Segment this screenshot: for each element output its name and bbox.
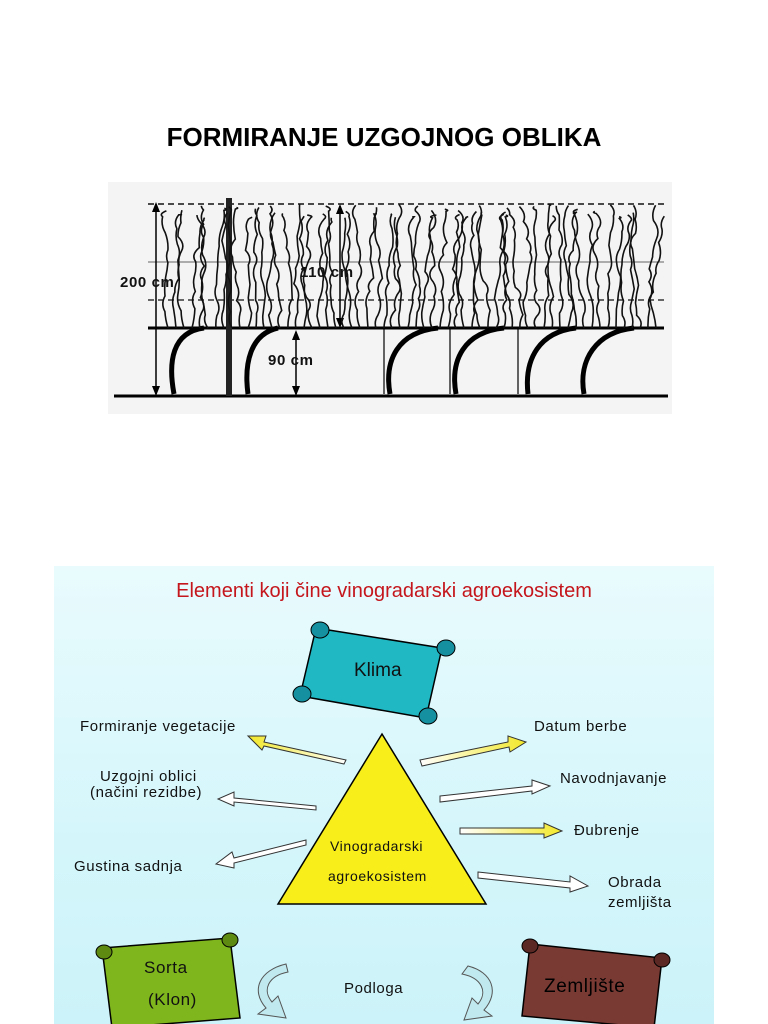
dim-90-label: 90 cm	[268, 352, 314, 369]
shoot	[412, 205, 422, 329]
shoot	[447, 213, 461, 329]
shoot	[506, 207, 524, 329]
klima-label: Klima	[354, 660, 402, 681]
shoot	[341, 210, 351, 329]
shoot	[341, 217, 353, 329]
right-item-obrada: Obrada	[608, 874, 662, 891]
dim-arrow	[292, 330, 300, 340]
shoot	[477, 211, 491, 329]
dim-200-label: 200 cm	[120, 274, 175, 291]
shoot	[555, 205, 564, 329]
page-title: FORMIRANJE UZGOJNOG OBLIKA	[166, 122, 602, 152]
shoot	[383, 213, 394, 329]
sorta-scroll	[95, 932, 241, 1024]
shoot	[620, 214, 633, 329]
right-item-zemljista: zemljišta	[608, 894, 672, 911]
shoot	[281, 212, 294, 329]
shoot	[255, 206, 267, 329]
shoot	[647, 204, 659, 329]
shoot	[268, 205, 283, 329]
shoot	[547, 203, 555, 329]
shoot	[160, 210, 169, 329]
shoot	[493, 211, 506, 329]
left-item-formiranje: Formiranje vegetacije	[80, 718, 236, 735]
left-item-gustina: Gustina sadnja	[74, 858, 183, 875]
shoot	[606, 204, 615, 329]
shoot	[372, 212, 384, 329]
shoot	[615, 215, 624, 329]
dim-arrow	[336, 204, 344, 214]
shoot	[325, 205, 337, 329]
shoot	[629, 204, 642, 329]
shoot	[214, 207, 228, 329]
agroecosystem-slide: Elementi koji čine vinogradarski agroeko…	[54, 566, 714, 1024]
shoot	[389, 216, 401, 329]
center-label-2: agroekosistem	[328, 868, 427, 884]
shoot	[316, 213, 327, 329]
shoot	[428, 209, 437, 329]
shoot	[568, 211, 579, 329]
shoot	[562, 205, 574, 329]
center-label-1: Vinogradarski	[330, 838, 424, 854]
shoot	[292, 203, 302, 329]
shoot	[571, 208, 586, 329]
zemljiste-scroll	[521, 938, 671, 1024]
slide2-title: Elementi koji čine vinogradarski agroeko…	[176, 580, 592, 602]
shoot	[532, 205, 541, 329]
shoot	[298, 215, 313, 329]
shoot	[586, 213, 595, 329]
agroecosystem-triangle	[276, 732, 488, 905]
shoot	[438, 208, 449, 329]
shoot	[395, 204, 403, 329]
shoot	[302, 214, 313, 329]
shoot	[171, 209, 184, 329]
shoot	[265, 212, 276, 329]
shoot	[420, 214, 437, 329]
shoot	[351, 204, 363, 329]
shoot	[196, 215, 209, 329]
shoot	[229, 206, 242, 329]
vine-trunks	[169, 325, 635, 395]
dim-arrow	[292, 386, 300, 396]
shoot	[628, 212, 636, 329]
cycle-arrows	[256, 963, 494, 1021]
shoot	[518, 206, 533, 329]
shoot	[226, 206, 233, 329]
dim-arrow	[152, 386, 160, 396]
stakes	[383, 328, 519, 394]
zemljiste-label: Zemljište	[544, 976, 626, 997]
shoot	[323, 217, 333, 329]
shoot	[647, 215, 665, 329]
klon-label: (Klon)	[148, 990, 197, 1009]
right-item-navodnjavanje: Navodnjavanje	[560, 770, 668, 787]
shoot	[469, 210, 479, 329]
trellis-diagram: 200 cm 110 cm 90 cm	[108, 182, 672, 414]
shoot	[252, 208, 259, 329]
klima-scroll	[292, 621, 456, 725]
left-item-uzgojni: Uzgojni oblici	[100, 768, 197, 785]
shoot	[502, 214, 510, 329]
left-item-rezidba: (načini rezidbe)	[90, 784, 203, 801]
shoot	[457, 215, 469, 329]
podloga-label: Podloga	[344, 980, 404, 997]
right-item-datum: Datum berbe	[534, 718, 628, 735]
shoot	[472, 205, 483, 329]
shoot	[365, 207, 378, 329]
shoot	[244, 216, 253, 329]
shoot	[592, 210, 602, 329]
left-arrows	[214, 735, 347, 869]
dim-110-label: 110 cm	[300, 264, 354, 281]
shoot	[407, 216, 418, 329]
right-item-dubrenje: Đubrenje	[574, 822, 640, 839]
sorta-label: Sorta	[144, 958, 188, 977]
shoot	[174, 213, 185, 329]
vine-shoots	[160, 203, 665, 329]
right-arrows	[419, 735, 590, 893]
shoot	[498, 213, 514, 329]
dim-arrow	[152, 202, 160, 212]
